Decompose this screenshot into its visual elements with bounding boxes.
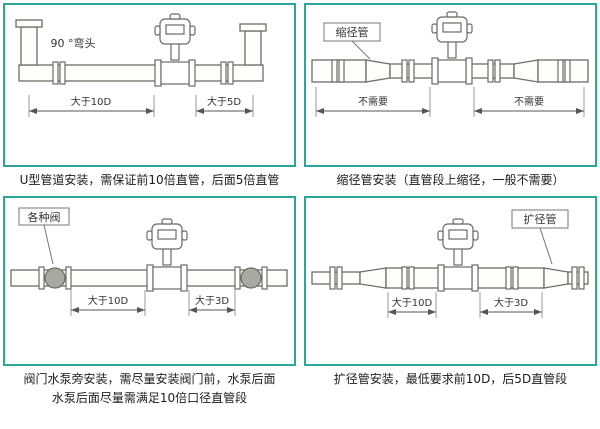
figure-u-type: 90 °弯头 大于10D 大于5D U型管道安装，需保证前10倍直管，后面5倍直…: [3, 3, 296, 192]
panel-valve-pump: 各种阀 大于10D 大于3D: [3, 196, 296, 367]
expander-cone-right: [543, 267, 569, 289]
pipe-small-right: [567, 271, 589, 285]
elbow-left-riser: [20, 26, 38, 66]
dimension-label-left: 大于10D: [71, 95, 112, 108]
diagram-grid: 90 °弯头 大于10D 大于5D U型管道安装，需保证前10倍直管，后面5倍直…: [3, 3, 597, 410]
dimension-label-left: 不需要: [358, 96, 388, 108]
caption-line-1: 阀门水泵旁安装，需尽量安装阀门前，水泵后面: [23, 372, 276, 387]
u-type-diagram: 90 °弯头 大于10D 大于5D: [15, 13, 267, 117]
part-label: 扩径管: [524, 212, 557, 226]
part-label: 各种阀: [28, 210, 61, 224]
part-callout: 缩径管: [323, 22, 381, 60]
valve: [38, 266, 72, 290]
panel-reducer: 缩径管 不需要 不需要: [304, 3, 597, 167]
elbow-right-flange: [239, 23, 267, 32]
reducer-diagram: 缩径管 不需要 不需要: [311, 11, 589, 117]
dimension-right: 不需要: [473, 87, 585, 117]
dimension-right: 大于3D: [188, 290, 236, 317]
caption-u-type: U型管道安装，需保证前10倍直管，后面5倍直管: [19, 173, 280, 187]
dimension-left: 不需要: [315, 87, 431, 117]
part-label: 缩径管: [336, 25, 369, 39]
dimension-right: 大于3D: [479, 292, 543, 319]
dimension-left: 大于10D: [28, 95, 155, 117]
part-callout: 各种阀: [18, 207, 70, 265]
part-callout: 扩径管: [511, 209, 569, 265]
dimension-label-left: 大于10D: [392, 296, 433, 309]
expander-cone-left: [359, 267, 387, 289]
dimension-label-right: 大于3D: [195, 294, 229, 307]
valve: [234, 266, 268, 290]
dimension-label-right: 大于5D: [207, 95, 241, 108]
reducer-cone-right: [513, 59, 539, 83]
panel-u-type: 90 °弯头 大于10D 大于5D: [3, 3, 296, 167]
flowmeter: [437, 218, 479, 292]
caption-valve-pump: 阀门水泵旁安装，需尽量安装阀门前，水泵后面 水泵后面尽量需满足10倍口径直管段: [3, 366, 296, 410]
pipe: [18, 64, 264, 82]
figure-valve-pump: 各种阀 大于10D 大于3D 阀门水泵旁安装，需尽量安装阀门前，水泵后: [3, 196, 296, 410]
expander-diagram: 扩径管 大于10D 大于3D: [311, 209, 589, 319]
caption-expander: 扩径管安装，最低要求前10D，后5D直管段: [333, 372, 568, 387]
flowmeter: [146, 218, 188, 292]
elbow-label: 90 °弯头: [51, 36, 96, 50]
flowmeter: [431, 11, 473, 85]
pipe-small-left: [311, 271, 361, 285]
valve-pump-diagram: 各种阀 大于10D 大于3D: [10, 207, 288, 317]
figure-expander: 扩径管 大于10D 大于3D 扩径管安装，最低要求前10D，后5D直管段: [304, 196, 597, 410]
dimension-left: 大于10D: [70, 290, 146, 317]
dimension-label-right: 不需要: [514, 96, 544, 108]
figure-reducer: 缩径管 不需要 不需要 缩径管安装（直管段上缩径，一般不需要）: [304, 3, 597, 192]
dimension-label-left: 大于10D: [88, 294, 129, 307]
dimension-label-right: 大于3D: [494, 296, 528, 309]
caption-reducer: 缩径管安装（直管段上缩径，一般不需要）: [336, 173, 565, 187]
dimension-left: 大于10D: [387, 292, 437, 319]
elbow-right-riser: [244, 30, 262, 66]
elbow-left-flange: [15, 19, 43, 28]
panel-expander: 扩径管 大于10D 大于3D: [304, 196, 597, 367]
caption-line-2: 水泵后面尽量需满足10倍口径直管段: [51, 391, 248, 406]
flowmeter: [154, 13, 196, 87]
dimension-right: 大于5D: [195, 95, 254, 117]
reducer-cone-left: [365, 59, 391, 83]
